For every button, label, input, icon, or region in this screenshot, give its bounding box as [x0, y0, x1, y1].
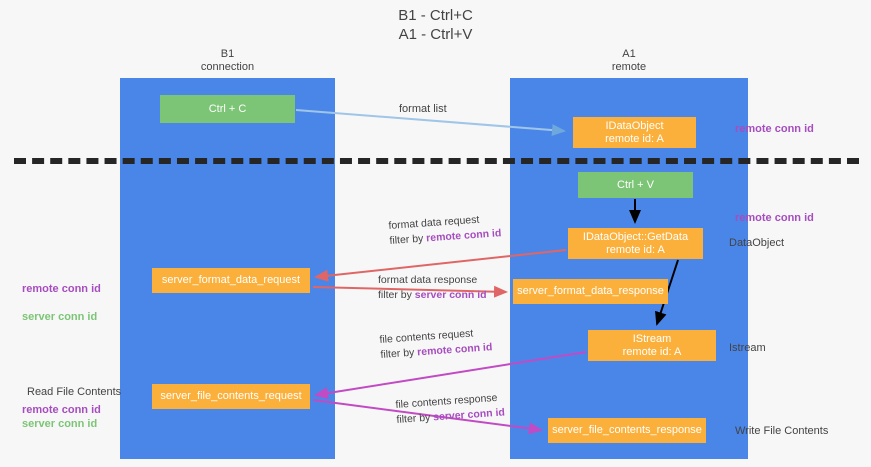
node-ctrl-c[interactable]: Ctrl + C — [160, 95, 295, 123]
edge-label-format-data-response: format data response filter by server co… — [378, 273, 487, 303]
edge-label-filter-prefix: filter by — [380, 346, 418, 361]
edge-label-format-data-request: format data request filter by remote con… — [388, 211, 502, 249]
edge-label-line1: format data response — [378, 274, 478, 286]
label-conn-id-pair-middle: remote conn id server conn id — [22, 268, 101, 324]
label-write-file-contents: Write File Contents — [735, 425, 829, 437]
node-idataobject[interactable]: IDataObject remote id: A — [573, 117, 696, 148]
node-ctrl-v[interactable]: Ctrl + V — [578, 172, 693, 198]
edge-label-filter-key: remote conn id — [416, 341, 493, 359]
label-istream: Istream — [729, 342, 766, 354]
label-conn-id-pair-bottom: remote conn id server conn id — [22, 403, 101, 431]
edge-label-file-contents-response: file contents response filter by server … — [395, 390, 505, 427]
node-istream[interactable]: IStream remote id: A — [588, 330, 716, 361]
page-title: B1 - Ctrl+C A1 - Ctrl+V — [398, 7, 473, 43]
edge-label-format-list: format list — [399, 103, 447, 115]
node-server-file-contents-response[interactable]: server_file_contents_response — [548, 418, 706, 443]
label-remote-conn-id: remote conn id — [22, 404, 101, 416]
label-read-file-contents: Read File Contents — [27, 386, 122, 398]
phase-divider — [14, 158, 859, 164]
node-server-file-contents-request[interactable]: server_file_contents_request — [152, 384, 310, 409]
lane-heading-b1: B1 connection — [200, 48, 255, 73]
label-dataobject: DataObject — [729, 237, 785, 249]
edge-label-filter-prefix: filter by — [389, 232, 427, 247]
edge-label-filter-key: server conn id — [432, 406, 506, 424]
edge-label-filter-key: server conn id — [414, 289, 487, 301]
edge-label-filter-prefix: filter by — [396, 411, 434, 426]
node-server-format-data-request[interactable]: server_format_data_request — [152, 268, 310, 293]
label-server-conn-id: server conn id — [22, 311, 98, 323]
edge-label-filter-prefix: filter by — [378, 289, 415, 301]
node-idataobject-getdata[interactable]: IDataObject::GetData remote id: A — [568, 228, 703, 259]
label-remote-conn-id-mid: remote conn id — [735, 212, 814, 224]
node-server-format-data-response[interactable]: server_format_data_response — [513, 279, 668, 304]
edge-label-file-contents-request: file contents request filter by remote c… — [379, 325, 493, 363]
label-remote-conn-id: remote conn id — [22, 283, 101, 295]
label-server-conn-id: server conn id — [22, 418, 98, 430]
edge-label-filter-key: remote conn id — [425, 227, 502, 245]
lane-heading-a1: A1 remote — [611, 48, 647, 73]
label-remote-conn-id-top: remote conn id — [735, 123, 814, 135]
